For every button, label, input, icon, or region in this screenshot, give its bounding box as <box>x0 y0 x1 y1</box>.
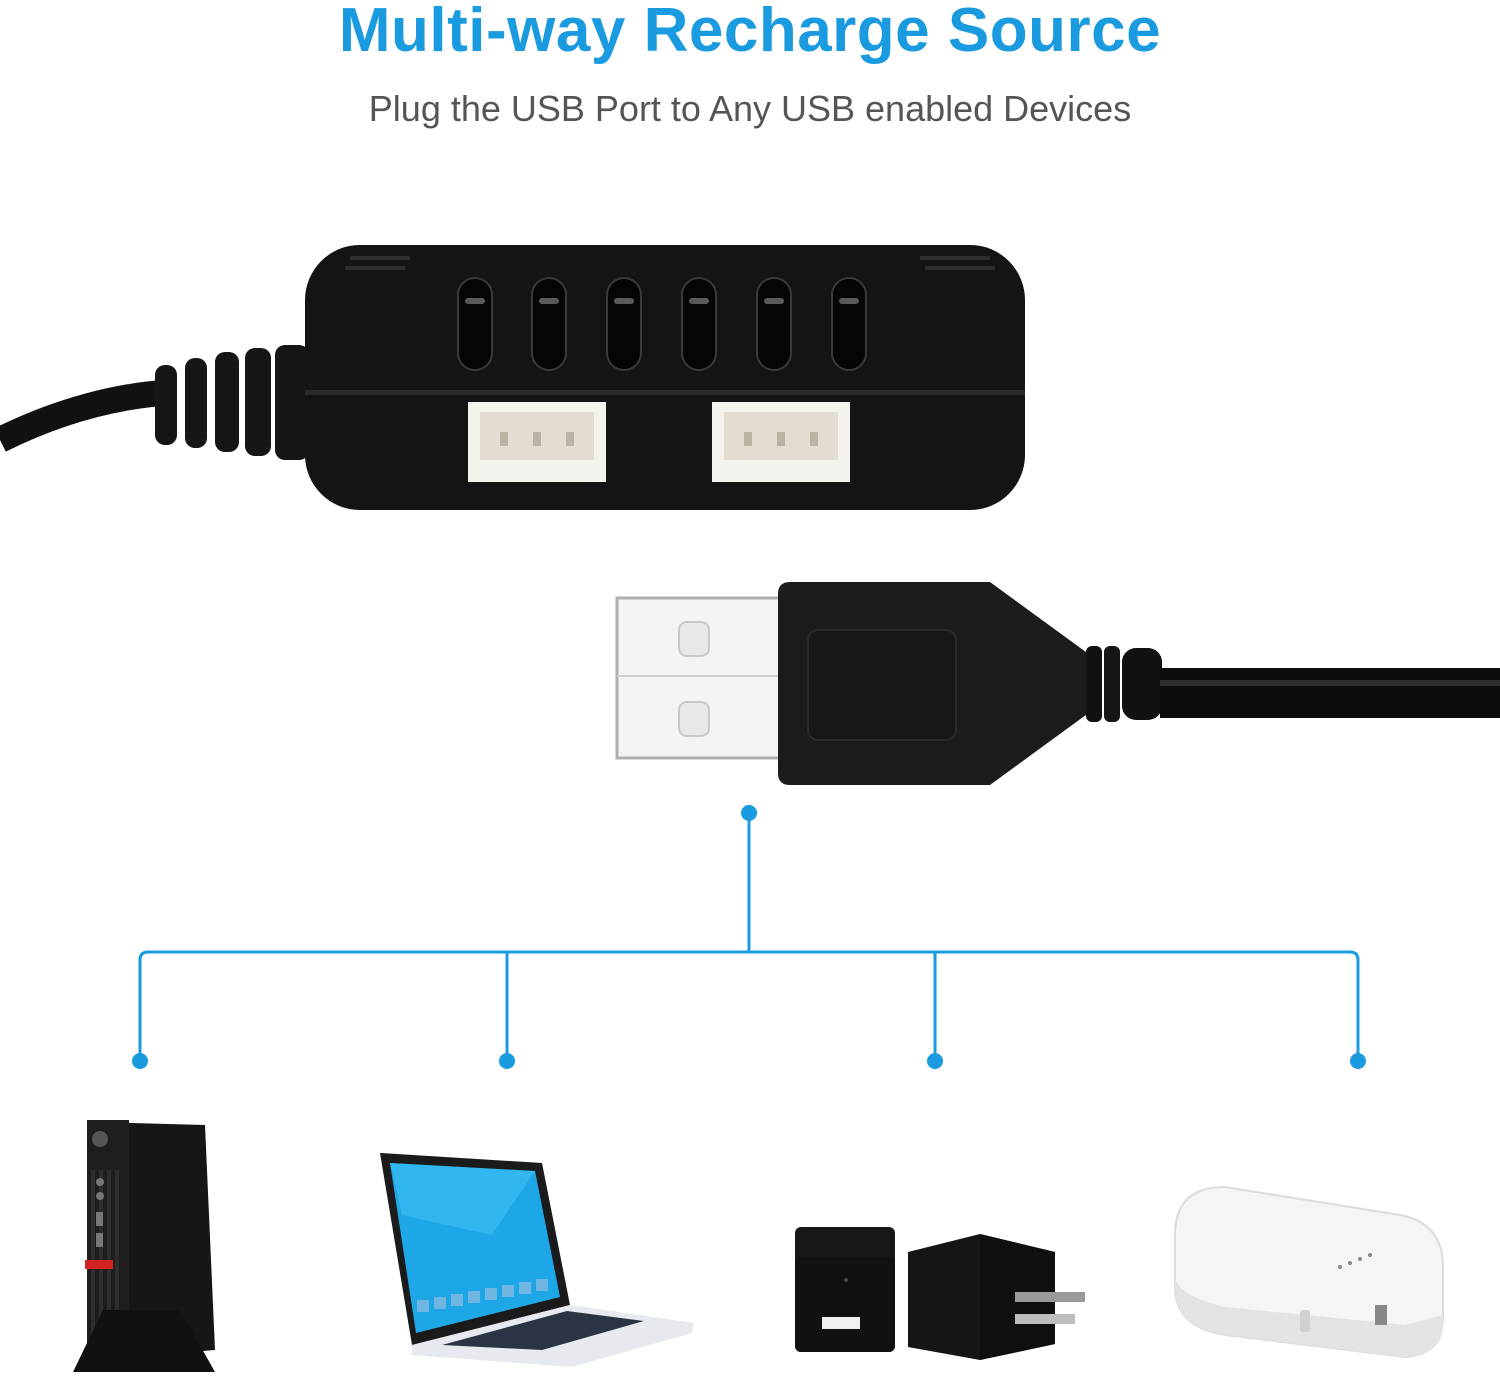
branch-node-dot <box>927 1053 943 1069</box>
wall-adapter-image <box>790 1222 1100 1362</box>
mini-pc-image <box>65 1110 225 1380</box>
power-bank-image <box>1165 1175 1450 1365</box>
branch-node-dot <box>132 1053 148 1069</box>
root-node-dot <box>741 805 757 821</box>
branch-node-dot <box>499 1053 515 1069</box>
laptop-image <box>372 1145 702 1375</box>
branch-node-dot <box>1350 1053 1366 1069</box>
page-subtitle: Plug the USB Port to Any USB enabled Dev… <box>368 88 1132 129</box>
balance-port-1 <box>468 402 606 482</box>
balance-port-2 <box>712 402 850 482</box>
page-title: Multi-way Recharge Source <box>338 0 1162 65</box>
